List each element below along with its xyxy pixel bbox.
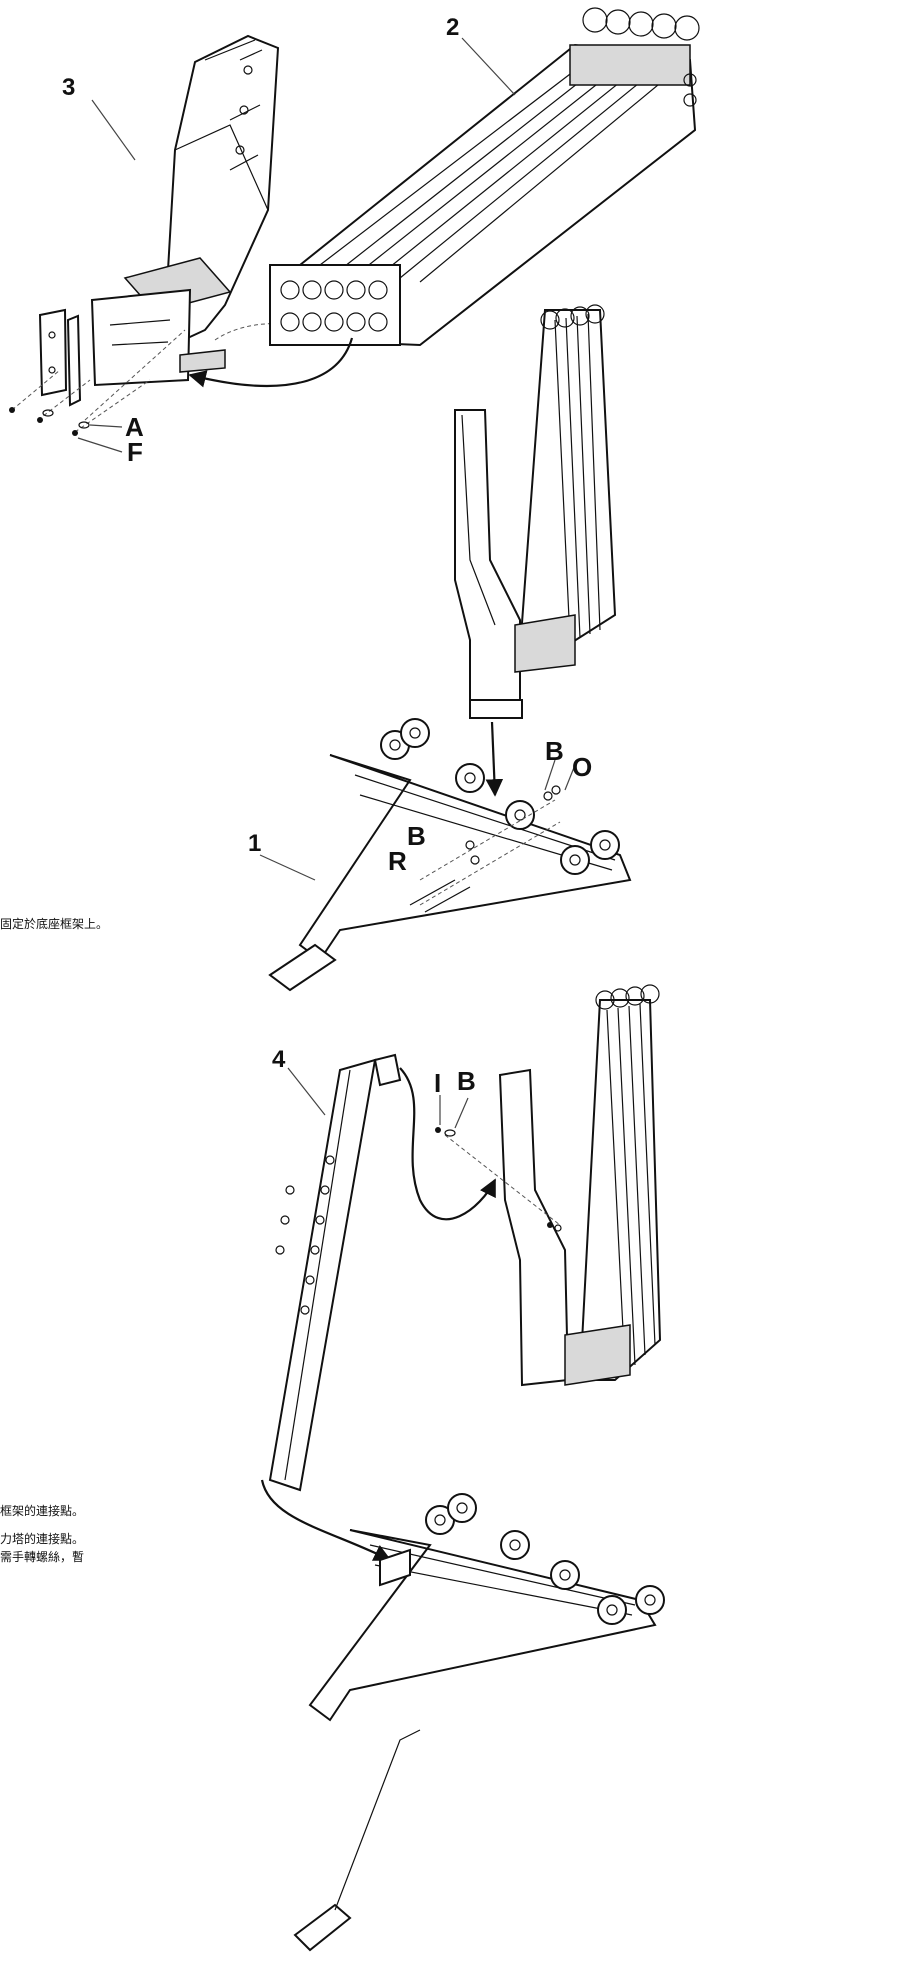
instruction-step-fragment-2: 框架的連接點。 [0, 1504, 85, 1518]
label-hardware-b-bottom: B [457, 1066, 476, 1096]
label-hardware-o: O [572, 752, 593, 782]
leader-4 [287, 1067, 326, 1116]
label-hardware-i: I [434, 1068, 442, 1098]
label-hardware-f: F [127, 437, 143, 467]
panel2-base-frame [259, 718, 632, 992]
instruction-step-fragment-4: 需手轉螺絲，暫 [0, 1550, 85, 1564]
insert-arrow-3 [399, 1067, 496, 1221]
insert-arrow-4 [260, 1479, 392, 1561]
instruction-step-fragment-1: 固定於底座框架上。 [0, 917, 109, 931]
part-3-bracket [38, 34, 280, 407]
label-part-1: 1 [248, 830, 262, 857]
insert-arrow-1 [188, 337, 354, 388]
label-part-2: 2 [446, 14, 460, 41]
label-hardware-r: R [388, 846, 407, 876]
panel3-upright-4 [268, 1053, 402, 1492]
part-2-weight-stack [269, 7, 700, 347]
label-hardware-a: A [125, 412, 144, 442]
insert-arrow-2 [485, 721, 504, 797]
panel3-base-frame [293, 1493, 665, 1952]
leader-1 [259, 854, 316, 881]
label-hardware-b-top: B [545, 736, 564, 766]
leader-2 [461, 37, 516, 96]
panel2-upright-assembly [454, 304, 617, 719]
leader-3 [91, 99, 136, 161]
label-hardware-b-mid: B [407, 821, 426, 851]
label-part-3: 3 [62, 74, 76, 101]
panel3-upright-frame [435, 984, 662, 1387]
instruction-step-fragment-3: 力塔的連接點。 [0, 1532, 85, 1546]
label-part-4: 4 [272, 1046, 286, 1073]
